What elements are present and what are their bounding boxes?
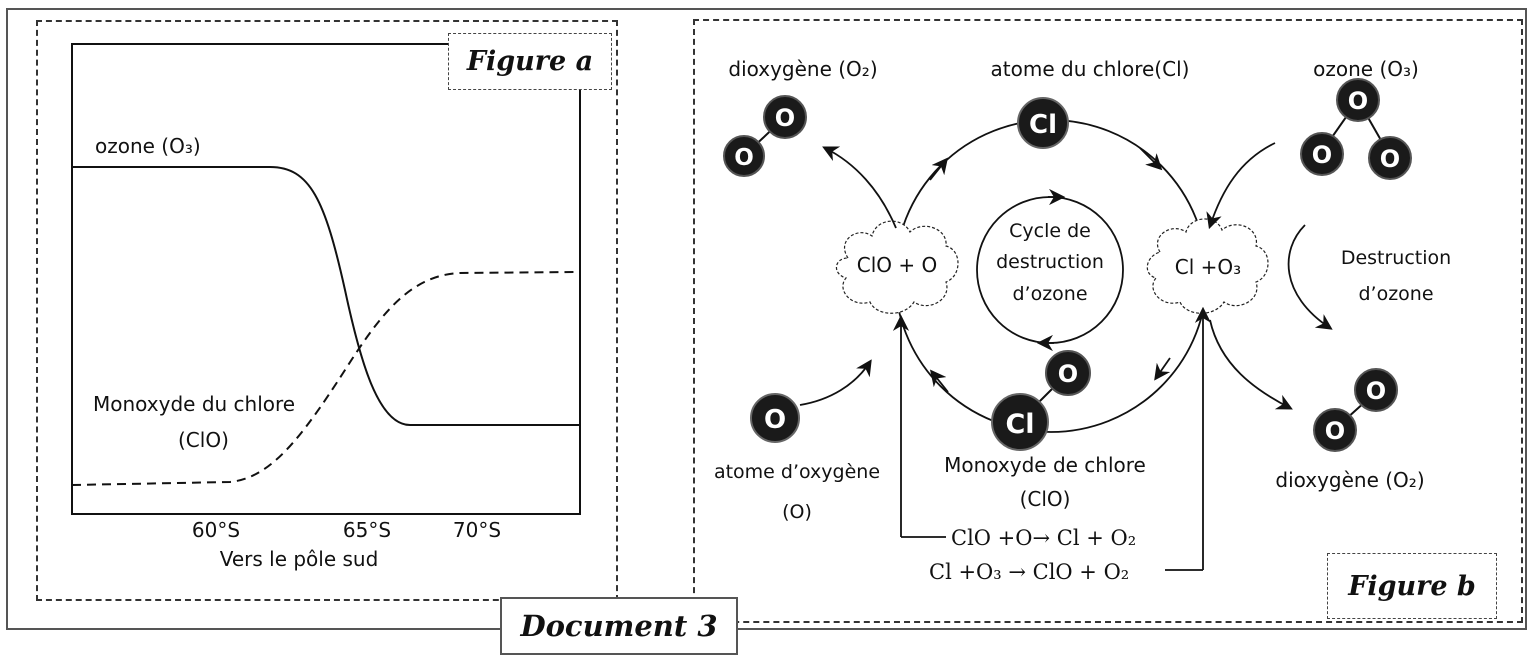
destruction-line2: d’ozone [1358, 283, 1433, 305]
clo-series-label-line1: Monoxyde du chlore [93, 392, 295, 416]
top-left-label: dioxygène (O₂) [728, 57, 877, 81]
bottom-left-label-line1: atome d’oxygène [714, 461, 880, 483]
document-frame [6, 8, 1527, 630]
cloud-right-label: Cl +O₃ [1175, 255, 1241, 279]
top-right-label: ozone (O₃) [1313, 57, 1419, 81]
bottom-center-label-line1: Monoxyde de chlore [944, 453, 1146, 477]
ozone-series-label: ozone (O₃) [95, 134, 201, 158]
clo-curve [71, 271, 581, 486]
oxygen-atom-symbol: O [764, 405, 786, 435]
dioxygen-molecule-right: O O [1313, 368, 1398, 452]
figure-a-panel [36, 20, 618, 601]
cycle-arrow [929, 157, 949, 181]
chlorine-monoxide-molecule: O Cl [991, 350, 1091, 451]
cycle-title-line3: d’ozone [1012, 283, 1087, 305]
oxygen-atom: O [750, 393, 800, 443]
figure-a-label: Figure a [448, 33, 612, 90]
cycle-title-line2: destruction [996, 251, 1104, 273]
chlorine-atom-symbol: Cl [1029, 110, 1057, 140]
oxygen-atom-symbol: O [1380, 145, 1400, 173]
chlorine-atom-symbol: Cl [1005, 409, 1034, 440]
cycle-arrow [1154, 357, 1171, 381]
bottom-right-label: dioxygène (O₂) [1275, 468, 1424, 492]
clo-series-label-line2: (ClO) [178, 428, 229, 452]
destruction-arrow [1287, 224, 1333, 330]
bottom-center-label-line2: (ClO) [1020, 487, 1071, 511]
bottom-left-label-line2: (O) [782, 501, 812, 523]
arrow-from-ozone [1206, 142, 1276, 230]
oxygen-atom-symbol: O [1312, 141, 1332, 169]
cl-plus-o3-cloud: Cl +O₃ [1146, 218, 1269, 314]
dioxygen-molecule-left: O O [723, 95, 807, 177]
arrow-to-dioxygen-left [822, 146, 897, 229]
oxygen-atom-symbol: O [734, 145, 754, 171]
equation-1: ClO +O→ Cl + O₂ [951, 526, 1136, 550]
x-tick-label: 65°S [343, 518, 391, 542]
chlorine-atom: Cl [1017, 97, 1069, 149]
arrow-from-oxygen-atom [799, 359, 872, 406]
oxygen-atom-symbol: O [1325, 417, 1345, 445]
cycle-title-line1: Cycle de [1009, 220, 1091, 242]
ozone-molecule: O O O [1300, 78, 1412, 180]
x-axis-caption: Vers le pôle sud [220, 547, 379, 571]
arrow-to-dioxygen-right [1209, 319, 1293, 410]
oxygen-atom-symbol: O [1366, 377, 1386, 405]
oxygen-atom-symbol: O [1348, 87, 1368, 115]
destruction-line1: Destruction [1341, 247, 1451, 269]
top-center-label: atome du chlore(Cl) [991, 57, 1190, 81]
ozone-curve [72, 166, 580, 426]
oxygen-atom-symbol: O [1058, 360, 1078, 388]
figure-b-panel [693, 19, 1523, 623]
x-tick-label: 60°S [192, 518, 240, 542]
x-tick-label: 70°S [453, 518, 501, 542]
cycle-arrow [1139, 147, 1163, 171]
figure-a-plot-frame [71, 43, 581, 515]
figure-b-label: Figure b [1327, 553, 1497, 619]
cycle-arrow [929, 369, 949, 393]
clo-plus-o-cloud: ClO + O [835, 220, 959, 314]
document-label: Document 3 [500, 597, 738, 655]
cloud-left-label: ClO + O [857, 253, 937, 277]
equation-2: Cl +O₃ → ClO + O₂ [929, 560, 1129, 584]
oxygen-atom-symbol: O [775, 104, 795, 132]
